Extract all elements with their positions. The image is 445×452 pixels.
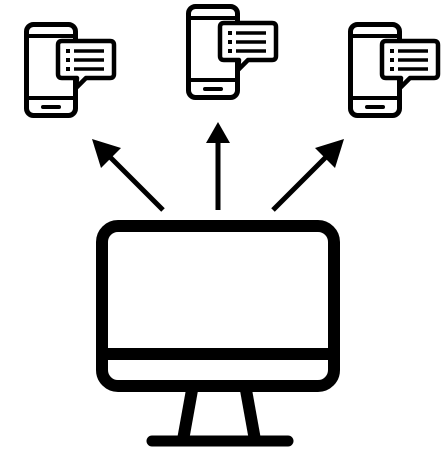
smartphone-chat-icon	[189, 7, 277, 98]
arrow-up-left-icon	[92, 139, 165, 212]
desktop-monitor-icon	[96, 220, 340, 447]
arrow-up-right-icon	[271, 139, 344, 212]
smartphone-chat-icon	[27, 25, 115, 116]
arrow-up-icon	[206, 122, 230, 210]
smartphone-chat-icon	[351, 25, 439, 116]
